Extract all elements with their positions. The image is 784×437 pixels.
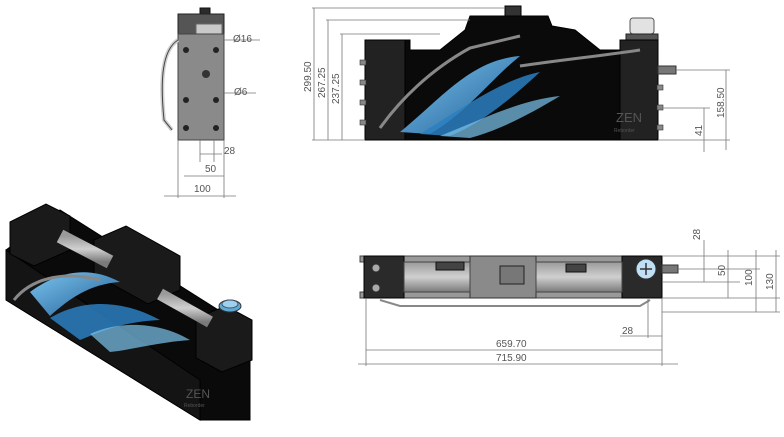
dim-w50: 50 (205, 164, 217, 175)
dim-h28: 28 (622, 326, 634, 337)
dim-v100: 100 (744, 269, 755, 286)
iso-left-block (9, 203, 71, 267)
front-wave-1 (400, 56, 520, 134)
front-left-block (364, 39, 406, 141)
dim-h715: 715.90 (496, 353, 527, 364)
dim-h41: 41 (694, 124, 705, 136)
side-port-6 (202, 70, 210, 78)
front-top-knob (504, 5, 522, 17)
iso-logo: ZEN (186, 387, 210, 401)
iso-wave-1 (30, 272, 120, 316)
dim-d6: Ø6 (234, 87, 248, 98)
iso-view: ZEN Reborder (5, 203, 253, 421)
dim-h659: 659.70 (496, 339, 527, 350)
iso-wave-2 (50, 304, 160, 340)
iso-tube-left (56, 229, 114, 269)
top-view: 28 50 100 130 28 659.70 715.90 (358, 228, 780, 366)
dim-h237: 237.25 (331, 73, 342, 104)
iso-logo-sub: Reborder (184, 403, 205, 409)
front-hose-right (519, 48, 641, 68)
front-view: ZEN Reborder 299.50 267.25 237.25 158.50… (303, 5, 730, 152)
top-left-block (363, 255, 405, 299)
front-fitting (657, 65, 677, 75)
front-right-block (619, 39, 659, 141)
front-logo-sub: Reborder (614, 128, 635, 134)
iso-tube-right (157, 288, 213, 328)
dim-h267: 267.25 (317, 67, 328, 98)
front-gauge (629, 17, 655, 35)
dim-h299: 299.50 (303, 61, 314, 92)
dim-v28: 28 (692, 228, 703, 240)
dim-v130: 130 (765, 273, 776, 290)
front-wave-3 (440, 96, 560, 138)
side-hose (160, 38, 180, 132)
front-wave-2 (420, 72, 540, 136)
dim-w100: 100 (194, 184, 211, 195)
iso-hose (12, 274, 101, 301)
dim-w28: 28 (224, 146, 236, 157)
iso-wave-3 (90, 324, 190, 352)
dim-h158: 158.50 (716, 87, 727, 118)
top-hose (379, 299, 651, 307)
top-fitting (661, 264, 679, 274)
dim-v50: 50 (717, 264, 728, 276)
side-view: Ø16 Ø6 28 50 100 (160, 7, 260, 198)
front-logo: ZEN (616, 110, 642, 125)
dim-d16: Ø16 (233, 34, 252, 45)
front-hose-left (378, 34, 521, 129)
